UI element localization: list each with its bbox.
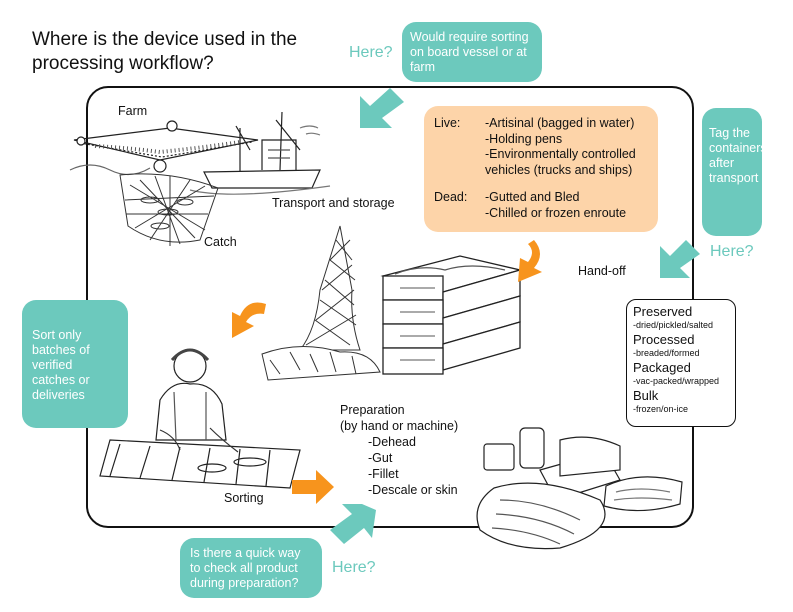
live-item: -Artisinal (bagged in water) xyxy=(485,116,635,130)
here-label-prep: Here? xyxy=(332,559,376,576)
tag-containers-callout: Tag the containers after transport xyxy=(702,108,767,236)
preparation-subheading: (by hand or machine) xyxy=(340,419,459,433)
seafood-products-sketch xyxy=(476,427,683,550)
sort-batches-text: Sort only batches of verified catches or… xyxy=(32,328,90,402)
transport-details-box: Live: -Artisinal (bagged in water) -Hold… xyxy=(424,106,658,232)
stage-catch: Catch xyxy=(204,235,237,249)
preparation-step: -Dehead xyxy=(368,435,416,449)
dead-label: Dead: xyxy=(434,190,468,204)
check-product-callout: Is there a quick way to check all produc… xyxy=(180,538,322,598)
here-label-transport: Here? xyxy=(710,243,754,260)
sort-batches-callout: Sort only batches of verified catches or… xyxy=(22,300,128,428)
check-product-text: Is there a quick way to check all produc… xyxy=(190,546,301,590)
fishing-boat-sketch xyxy=(189,111,331,195)
diagram-title: Where is the device used in the processi… xyxy=(32,29,298,74)
stage-handoff: Hand-off xyxy=(578,264,626,278)
dead-item: -Gutted and Bled xyxy=(485,190,580,204)
fishing-net-sketch xyxy=(119,173,219,246)
tag-containers-text: Tag the containers after transport xyxy=(709,126,767,185)
live-item: vehicles (trucks and ships) xyxy=(485,162,633,177)
live-item: -Environmentally controlled xyxy=(485,147,636,161)
fish-worker-sketch xyxy=(99,348,301,489)
preparation-step: -Fillet xyxy=(368,467,399,481)
teal-arrow-icon xyxy=(330,88,700,544)
product-type-name: Packaged xyxy=(633,360,691,375)
stacked-crates-sketch xyxy=(380,255,523,375)
product-type-name: Processed xyxy=(633,332,695,347)
preparation-step: -Gut xyxy=(368,451,393,465)
preparation-step: -Descale or skin xyxy=(368,483,458,497)
vessel-sorting-text: Would require sorting on board vessel or… xyxy=(410,30,529,74)
fish-farm-sketch xyxy=(69,120,259,176)
here-label-vessel: Here? xyxy=(349,44,393,61)
product-type-name: Bulk xyxy=(633,388,659,403)
product-type-name: Preserved xyxy=(633,304,693,319)
preparation-block: Preparation (by hand or machine) -Dehead… xyxy=(340,402,458,498)
live-item: -Holding pens xyxy=(485,131,563,146)
hanging-net-sketch xyxy=(261,225,381,381)
product-type-detail: -dried/pickled/salted xyxy=(633,320,714,330)
stage-farm: Farm xyxy=(118,104,148,118)
product-type-detail: -vac-packed/wrapped xyxy=(633,376,720,386)
live-label: Live: xyxy=(434,116,461,130)
vessel-sorting-callout: Would require sorting on board vessel or… xyxy=(402,22,542,82)
dead-item: -Chilled or frozen enroute xyxy=(485,205,627,220)
orange-arrow-icon xyxy=(232,240,542,504)
product-type-detail: -frozen/on-ice xyxy=(633,404,689,414)
stage-transport: Transport and storage xyxy=(272,196,395,210)
stage-sorting: Sorting xyxy=(224,491,264,505)
preparation-heading: Preparation xyxy=(340,403,405,417)
product-types-box: Preserved -dried/pickled/salted Processe… xyxy=(626,299,736,427)
product-type-detail: -breaded/formed xyxy=(633,348,700,358)
